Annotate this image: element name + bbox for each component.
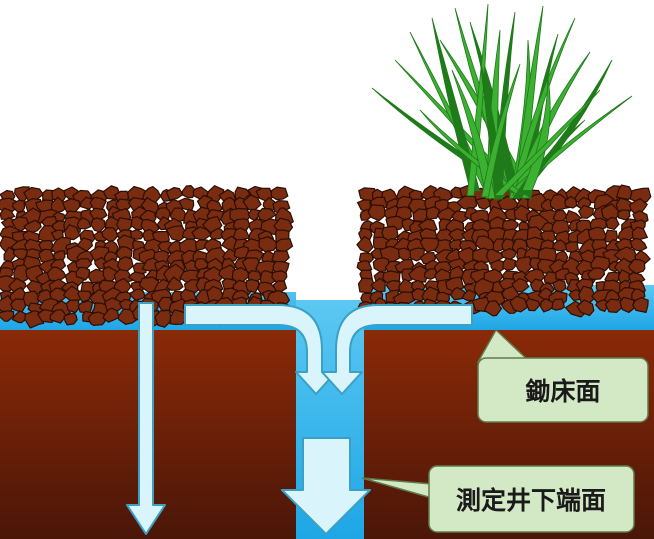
soil-clod	[0, 310, 15, 322]
soil-clods-left	[0, 184, 295, 329]
soil-clod	[587, 267, 606, 281]
soil-clod	[61, 198, 81, 213]
soil-clod	[90, 217, 106, 233]
soil-clod	[356, 235, 374, 254]
rice-leaf	[481, 63, 521, 198]
soil-clod	[87, 311, 106, 327]
callout-well-bottom: 測定井下端面	[361, 465, 635, 533]
rice-plant-icon	[371, 3, 633, 200]
soil-clod	[551, 239, 569, 252]
arrow-right-bend	[321, 304, 473, 395]
soil-clod	[549, 193, 571, 211]
soil-clod	[551, 298, 565, 311]
soil-clod	[483, 300, 503, 317]
soil-clod	[631, 226, 649, 241]
soil-clod	[165, 186, 184, 201]
soil-clod	[275, 238, 294, 253]
soil-clod	[367, 204, 388, 222]
soil-clod	[64, 223, 81, 241]
soil-clod	[525, 297, 541, 312]
soil-clod	[23, 219, 42, 235]
soil-clod	[492, 238, 506, 253]
soil-clod	[49, 308, 68, 324]
soil-clod	[63, 312, 78, 326]
soil-clod	[75, 266, 91, 281]
soil-clod	[451, 210, 469, 223]
soil-clod	[169, 309, 189, 326]
soil-clod	[475, 197, 492, 210]
soil-clod	[425, 206, 440, 220]
soil-clod	[511, 277, 530, 293]
soil-clod	[605, 216, 620, 231]
label-well-bottom: 測定井下端面	[456, 486, 606, 515]
soil-clod	[102, 307, 120, 323]
soil-clod	[540, 298, 554, 313]
soil-clod	[632, 296, 649, 314]
soil-clod	[65, 299, 81, 314]
soil-clod	[372, 257, 390, 273]
rice-leaf	[511, 17, 576, 193]
arrow-left-bend	[184, 304, 337, 395]
soil-clod	[128, 288, 146, 301]
soil-clod	[76, 216, 92, 230]
soil-clod	[271, 270, 288, 283]
soil-clod	[509, 295, 529, 313]
soil-clod	[258, 236, 280, 253]
soil-clod	[181, 184, 197, 199]
soil-clod	[577, 204, 594, 219]
rice-leaf	[431, 17, 481, 192]
soil-clod	[245, 278, 260, 294]
soil-clod	[50, 196, 66, 215]
label-plow-pan: 鋤床面	[525, 377, 600, 406]
soil-clod	[619, 296, 635, 314]
soil-clod	[423, 268, 438, 281]
soil-clod	[564, 195, 578, 209]
soil-clod	[270, 186, 289, 201]
soil-clod	[419, 237, 440, 253]
rice-leaf	[493, 89, 601, 196]
soil-clod	[165, 225, 188, 242]
soil-clod	[576, 299, 595, 317]
rice-leaf	[479, 59, 505, 198]
arrow-well-down	[281, 437, 371, 535]
soil-clod	[154, 309, 172, 328]
soil-clods-right	[356, 184, 652, 318]
soil-clod	[165, 276, 184, 291]
soil-clod	[370, 277, 386, 293]
soil-clod	[502, 257, 516, 271]
soil-clod	[629, 237, 648, 252]
soil-clod	[615, 184, 634, 201]
soil-clod	[408, 265, 429, 283]
soil-clod	[37, 225, 59, 243]
soil-clod	[77, 290, 93, 303]
soil-clod	[3, 246, 17, 262]
soil-clod	[129, 228, 144, 240]
flow-arrows	[126, 302, 473, 535]
soil-clod	[628, 258, 646, 275]
soil-clod	[616, 209, 631, 221]
arrow-left-down	[126, 302, 166, 535]
callout-plow-pan: 鋤床面	[476, 328, 649, 423]
